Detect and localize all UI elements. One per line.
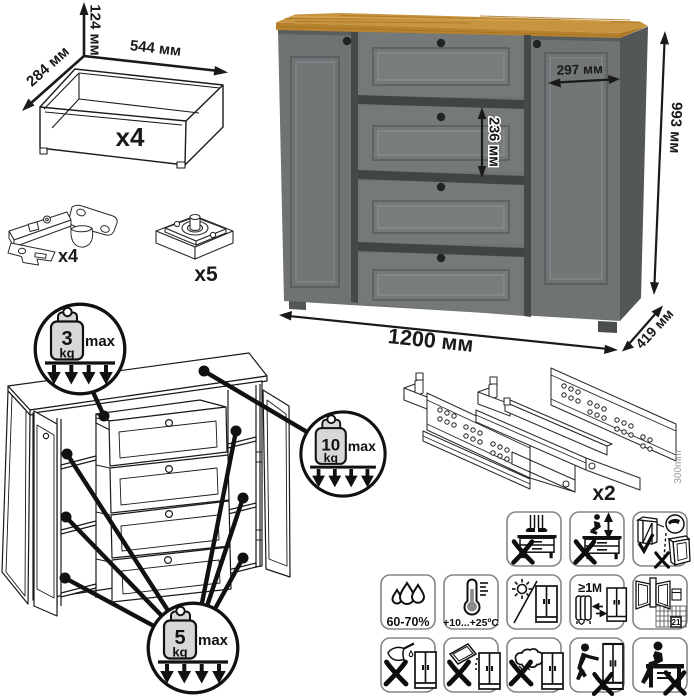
svg-text:297 мм: 297 мм	[556, 61, 603, 78]
svg-text:max: max	[198, 632, 229, 649]
svg-text:544 мм: 544 мм	[129, 37, 182, 60]
svg-text:max: max	[348, 438, 376, 454]
svg-text:kg: kg	[324, 451, 338, 465]
svg-text:10: 10	[321, 435, 340, 454]
svg-text:124 мм: 124 мм	[87, 4, 104, 55]
svg-text:3: 3	[61, 328, 72, 350]
svg-text:+10...+25ºC: +10...+25ºC	[443, 617, 499, 629]
svg-text:60-70%: 60-70%	[386, 615, 429, 629]
svg-text:993 мм: 993 мм	[666, 102, 685, 154]
svg-text:≥1: ≥1	[578, 580, 592, 595]
svg-text:x2: x2	[592, 482, 615, 505]
svg-text:x4: x4	[116, 122, 145, 152]
svg-text:M: M	[592, 581, 602, 595]
svg-text:5: 5	[174, 627, 185, 649]
svg-text:max: max	[85, 333, 116, 350]
svg-text:300mm: 300mm	[673, 450, 684, 483]
svg-text:21: 21	[672, 618, 681, 627]
svg-text:236 мм: 236 мм	[486, 117, 502, 167]
svg-text:x4: x4	[58, 246, 78, 266]
svg-text:kg: kg	[172, 645, 187, 660]
svg-text:kg: kg	[59, 346, 74, 361]
svg-text:x5: x5	[194, 263, 218, 286]
